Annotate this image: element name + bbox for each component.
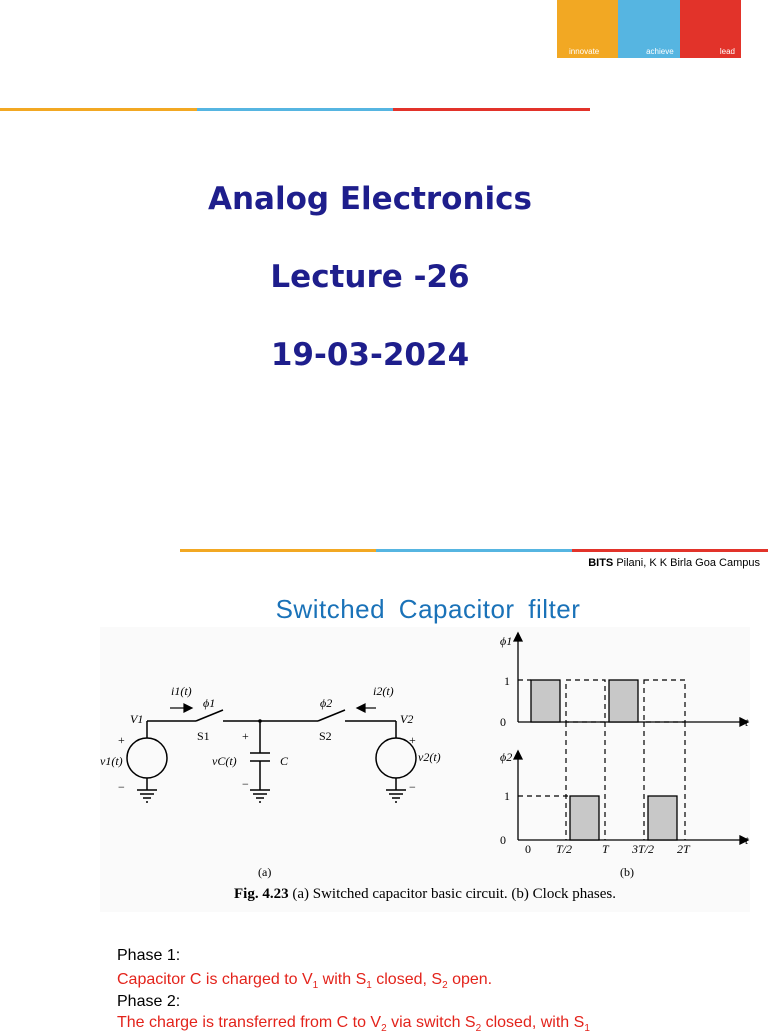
footer-bits: BITS xyxy=(588,557,614,569)
tick-0: 0 xyxy=(525,842,531,856)
clock-phi2-zero: 0 xyxy=(500,833,506,847)
phase2-label: Phase 2: xyxy=(117,993,181,1010)
clock-phi2-label: ϕ2 xyxy=(500,750,512,764)
label-vCt: vC(t) xyxy=(212,754,237,768)
logo-label-innovate: innovate xyxy=(569,47,600,56)
ground-symbols xyxy=(137,789,406,803)
plus-cap: + xyxy=(242,729,249,743)
lecture-number: Lecture -26 xyxy=(270,259,470,295)
lecture-date: 19-03-2024 xyxy=(270,337,470,373)
figure-caption: Fig. 4.23 (a) Switched capacitor basic c… xyxy=(100,886,750,903)
clock-pulses xyxy=(530,679,678,841)
clock-t-top: t xyxy=(745,715,749,729)
clock-phi1-zero: 0 xyxy=(500,715,506,729)
bits-logo: innovate achieve lead xyxy=(557,0,741,58)
campus-footer: BITS Pilani, K K Birla Goa Campus xyxy=(588,557,760,569)
minus-left: − xyxy=(118,780,125,794)
label-C: C xyxy=(280,754,289,768)
logo-label-lead: lead xyxy=(719,47,735,56)
label-v2t: v2(t) xyxy=(418,750,441,764)
phase1-description: Capacitor C is charged to V1 with S1 clo… xyxy=(117,971,493,992)
label-b: (b) xyxy=(620,865,634,879)
label-i1: i1(t) xyxy=(171,684,192,698)
label-v1t: v1(t) xyxy=(100,754,123,768)
switch-s1 xyxy=(195,709,224,722)
plus-right: + xyxy=(409,733,416,747)
plus-left: + xyxy=(118,733,125,747)
logo-label-achieve: achieve xyxy=(646,47,674,56)
tick-3T2: 3T/2 xyxy=(631,842,654,856)
top-divider xyxy=(0,108,591,111)
clock-phi1-label: ϕ1 xyxy=(500,634,512,648)
caption-text: (a) Switched capacitor basic circuit. (b… xyxy=(288,886,616,902)
label-S2: S2 xyxy=(319,729,332,743)
logo-segment-achieve: achieve xyxy=(618,0,680,58)
label-phi1: ϕ1 xyxy=(203,696,215,710)
clock-phi2-one: 1 xyxy=(504,789,510,803)
figure: i1(t) i2(t) ϕ1 ϕ2 V1 V2 v1(t) v2(t) vC(t… xyxy=(100,627,750,912)
minus-cap: − xyxy=(242,777,249,791)
switch-s2 xyxy=(317,709,346,722)
slide-title: Analog Electronics xyxy=(207,181,533,217)
tick-T2: T/2 xyxy=(556,842,572,856)
minus-right: − xyxy=(409,780,416,794)
source-v1 xyxy=(126,737,168,779)
caption-fig-number: Fig. 4.23 xyxy=(234,886,289,902)
footer-campus: Pilani, K K Birla Goa Campus xyxy=(613,557,760,569)
label-S1: S1 xyxy=(197,729,210,743)
logo-segment-innovate: innovate xyxy=(557,0,619,58)
tick-T: T xyxy=(602,842,610,856)
clock-t-bottom: t xyxy=(745,833,749,847)
bottom-divider xyxy=(180,549,768,552)
label-i2: i2(t) xyxy=(373,684,394,698)
figure-diagram: i1(t) i2(t) ϕ1 ϕ2 V1 V2 v1(t) v2(t) vC(t… xyxy=(100,631,750,879)
phase2-description: The charge is transferred from C to V2 v… xyxy=(117,1014,590,1034)
label-phi2: ϕ2 xyxy=(320,696,332,710)
label-a: (a) xyxy=(258,865,271,879)
tick-2T: 2T xyxy=(677,842,691,856)
label-V2: V2 xyxy=(400,712,413,726)
phase1-label: Phase 1: xyxy=(117,947,181,964)
section-title: Switched Capacitor filter xyxy=(275,594,581,624)
clock-phi1-one: 1 xyxy=(504,674,510,688)
logo-segment-lead: lead xyxy=(679,0,741,58)
label-V1: V1 xyxy=(130,712,143,726)
